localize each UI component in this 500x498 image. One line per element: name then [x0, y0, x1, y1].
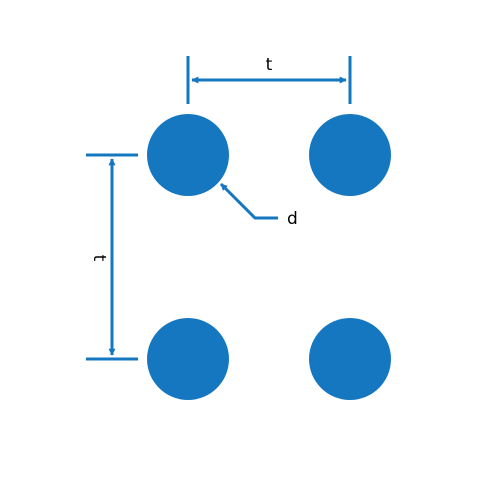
hole-top-right — [309, 114, 391, 196]
horizontal-pitch-label: t — [266, 55, 273, 75]
vertical-dimension: t — [86, 153, 138, 361]
diameter-label: d — [287, 209, 298, 229]
diameter-leader-line — [219, 182, 278, 220]
hole-bottom-right — [309, 318, 391, 400]
horizontal-dimension: t — [186, 55, 352, 104]
vertical-pitch-label: t — [89, 255, 109, 262]
hole-bottom-left — [147, 318, 229, 400]
diameter-callout: d — [219, 182, 298, 229]
hole-top-left — [147, 114, 229, 196]
